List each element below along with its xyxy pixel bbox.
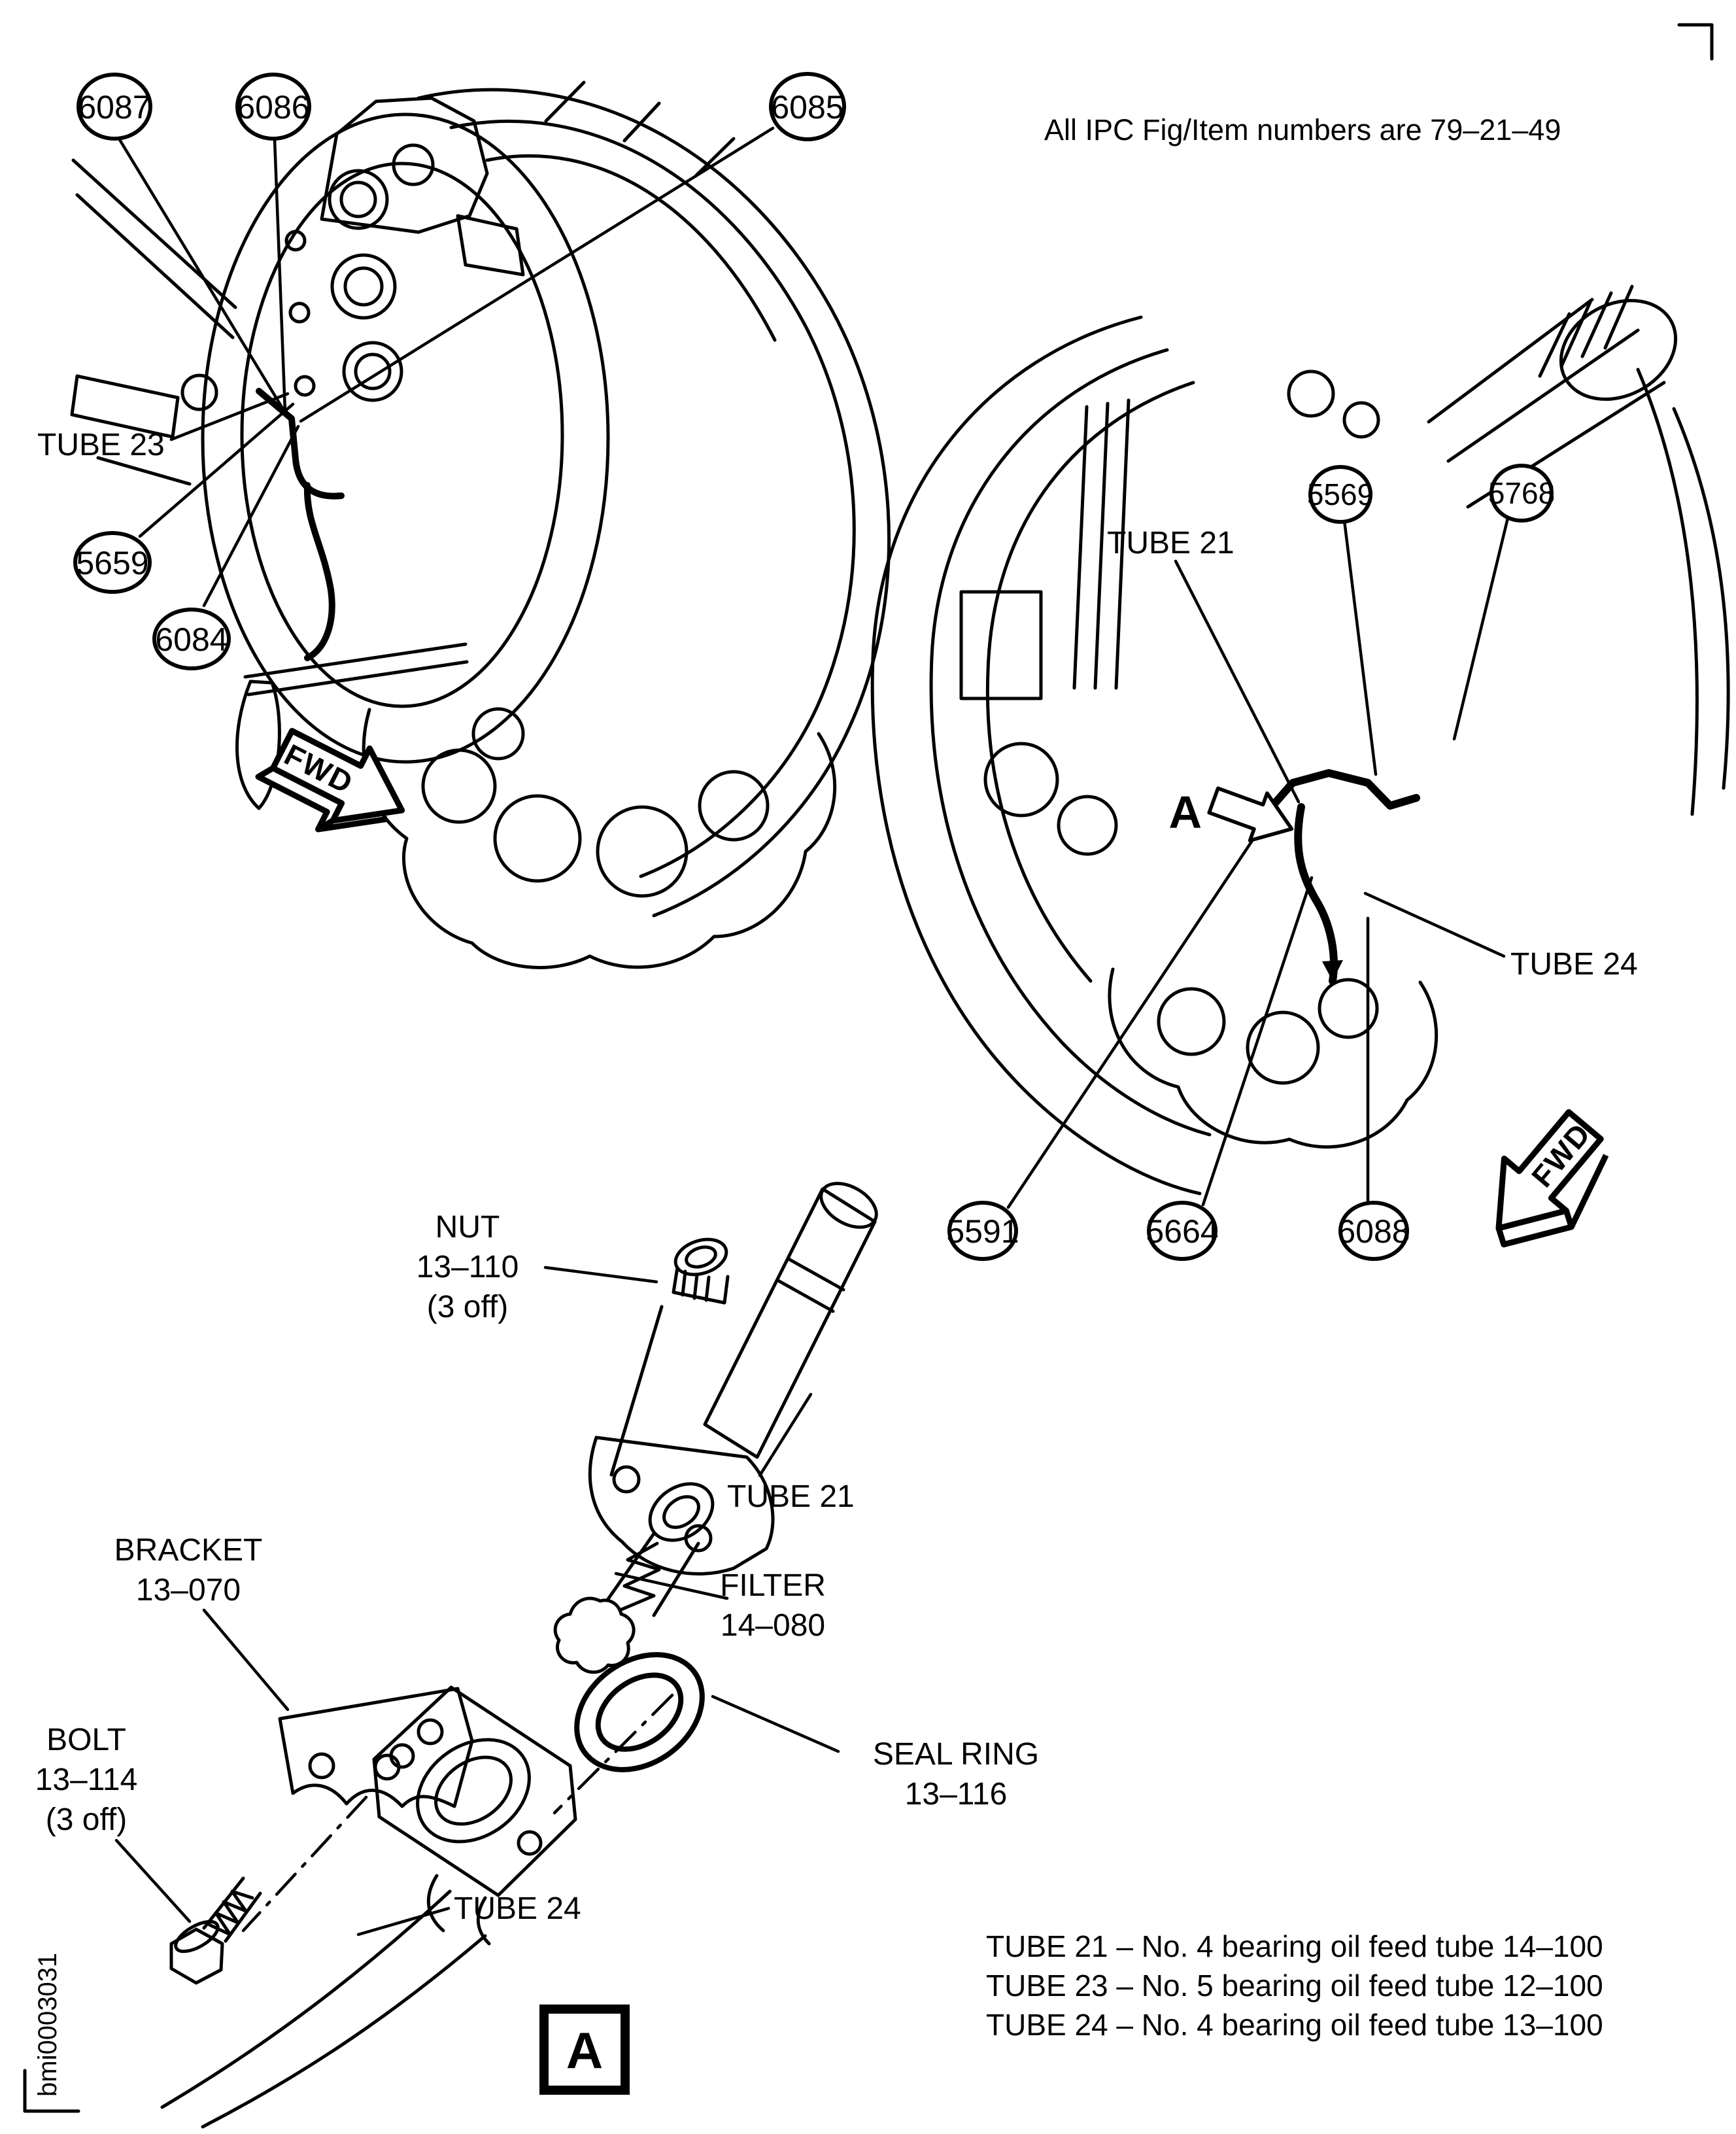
balloon-6086: 6086 — [235, 73, 311, 141]
balloons-left-view: 6087 6086 6085 5659 6084 — [73, 72, 846, 670]
detail-a-box: A — [539, 2005, 630, 2095]
leader-tube-23 — [169, 392, 290, 441]
leader-5768 — [1452, 516, 1510, 741]
label-filter-ref: 14–080 — [721, 1608, 825, 1643]
tube-24-pipe — [1294, 803, 1338, 985]
balloons-right-view: 5569 5768 5591 5664 6088 — [946, 464, 1555, 1261]
leader-bracket — [202, 1608, 290, 1712]
svg-text:6086: 6086 — [237, 89, 309, 126]
leader-tube-21 — [1174, 559, 1301, 804]
leader-seal-ring — [711, 1695, 840, 1753]
label-tube-24-detail: TUBE 24 — [454, 1891, 581, 1926]
label-seal-ring-ref: 13–116 — [905, 1777, 1008, 1812]
leader-6086 — [273, 137, 287, 414]
svg-text:5664: 5664 — [1146, 1213, 1218, 1250]
leaders-left-view — [117, 126, 775, 608]
leader-filter — [614, 1572, 729, 1600]
svg-text:6084: 6084 — [155, 621, 228, 658]
label-nut-qty: (3 off) — [427, 1290, 509, 1324]
nut-part — [609, 1237, 730, 1477]
detail-a-pointer-letter: A — [1168, 787, 1202, 838]
label-bolt-ref: 13–114 — [35, 1763, 138, 1797]
legend-line-tube23: TUBE 23 – No. 5 bearing oil feed tube 12… — [986, 1969, 1603, 2003]
balloon-5569: 5569 — [1307, 465, 1374, 524]
label-filter-name: FILTER — [720, 1568, 826, 1603]
label-tube-21: TUBE 21 — [1107, 526, 1234, 560]
balloon-6084: 6084 — [152, 608, 231, 670]
leader-tube-24-detail — [356, 1906, 451, 1936]
leader-5664 — [1201, 876, 1314, 1207]
svg-text:6085: 6085 — [771, 89, 843, 126]
svg-text:5569: 5569 — [1307, 477, 1374, 511]
svg-text:5591: 5591 — [946, 1213, 1019, 1250]
leader-5659 — [138, 402, 295, 538]
label-tube-23: TUBE 23 — [37, 428, 165, 462]
label-tube-21-detail: TUBE 21 — [727, 1479, 855, 1514]
detail-view-labels: NUT 13–110 (3 off) TUBE 21 FILTER 14–080… — [35, 1210, 1039, 1926]
corner-mark-top-right — [1677, 23, 1714, 61]
seal-ring-part — [574, 1652, 705, 1772]
label-nut-ref: 13–110 — [417, 1250, 519, 1284]
legend-line-tube21: TUBE 21 – No. 4 bearing oil feed tube 14… — [986, 1929, 1603, 1963]
assembly-centerline-bolt — [241, 1795, 368, 1933]
fwd-arrow-right-icon: FWD — [1495, 1109, 1609, 1248]
assembly-centerline-seal — [553, 1693, 674, 1815]
leader-6087 — [117, 137, 288, 417]
leaders-detail-view — [114, 1265, 840, 1936]
balloon-5659: 5659 — [73, 531, 152, 594]
fwd-arrow-left-icon: FWD — [255, 727, 405, 833]
svg-text:5659: 5659 — [76, 545, 148, 581]
leader-6085 — [299, 126, 775, 423]
tube-21-pipe — [1266, 769, 1420, 813]
header-note: All IPC Fig/Item numbers are 79–21–49 — [1044, 113, 1561, 146]
label-bolt-qty: (3 off) — [46, 1802, 128, 1837]
label-tube-24: TUBE 24 — [1510, 947, 1638, 982]
balloon-5664: 5664 — [1146, 1201, 1219, 1261]
leader-nut — [543, 1265, 658, 1284]
leader-5569 — [1342, 519, 1378, 776]
svg-text:6087: 6087 — [78, 89, 150, 126]
label-nut-name: NUT — [435, 1210, 500, 1245]
legend-line-tube24: TUBE 24 – No. 4 bearing oil feed tube 13… — [986, 2008, 1603, 2042]
label-bolt-name: BOLT — [46, 1723, 126, 1757]
balloon-6085: 6085 — [769, 72, 846, 141]
leader-tube-24 — [1363, 891, 1506, 958]
svg-text:6088: 6088 — [1337, 1213, 1410, 1250]
svg-text:5768: 5768 — [1488, 476, 1555, 510]
balloon-6088: 6088 — [1337, 1201, 1410, 1261]
leader-bolt — [114, 1838, 192, 1923]
corner-mark-bottom-left — [23, 2069, 80, 2113]
balloon-6087: 6087 — [77, 73, 152, 141]
tube-24-part — [160, 1685, 577, 2129]
tube-21-part — [703, 1187, 877, 1459]
leader-6084 — [202, 424, 300, 608]
label-seal-ring-name: SEAL RING — [873, 1737, 1039, 1772]
balloon-5768: 5768 — [1488, 464, 1555, 523]
balloon-5591: 5591 — [946, 1201, 1019, 1261]
detail-a-pointer-arrow-icon — [1207, 786, 1294, 842]
label-bracket-ref: 13–070 — [136, 1573, 241, 1608]
engine-view-left-art — [70, 80, 891, 969]
detail-view-art — [160, 1182, 878, 2129]
detail-a-box-letter: A — [566, 2022, 603, 2079]
filter-part — [553, 1482, 715, 1674]
document-id: bmi0003031 — [33, 1953, 62, 2097]
leader-5591 — [1006, 822, 1265, 1209]
leaders-right-view — [1006, 516, 1510, 1209]
legend: TUBE 21 – No. 4 bearing oil feed tube 14… — [986, 1929, 1603, 2042]
bolt-part — [169, 1876, 262, 1985]
engine-view-right-art — [870, 284, 1730, 1196]
label-bracket-name: BRACKET — [114, 1533, 263, 1568]
leader-tube-21-detail — [758, 1392, 813, 1477]
